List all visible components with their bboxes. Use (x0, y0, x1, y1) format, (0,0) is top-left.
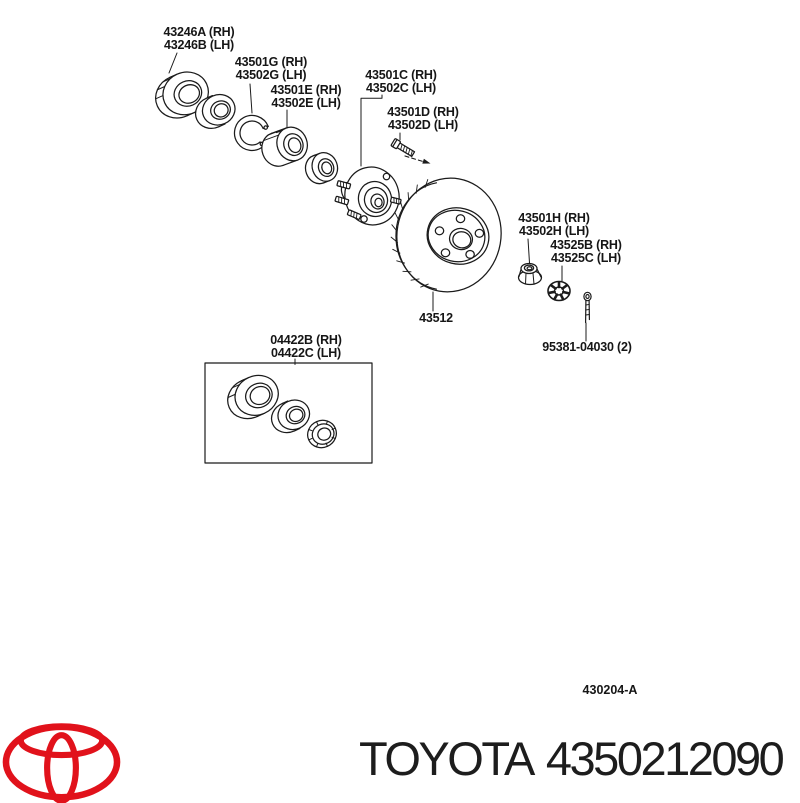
part-number-line: 04422B (RH) (270, 333, 342, 347)
part-number-line: 95381-04030 (2) (542, 340, 632, 354)
toyota-logo-icon (2, 723, 121, 803)
part-number-line: 43501G (RH) (234, 55, 308, 69)
part-number-line: 43246B (LH) (163, 38, 235, 52)
wheel-stud (334, 195, 350, 206)
diagram-ref-code: 430204-A (582, 683, 638, 697)
hub-drawing (334, 166, 402, 226)
lock-nut-cap-drawing (547, 280, 571, 302)
part-label-hub-bolt: 43501D (RH) 43502D (LH) (363, 106, 483, 132)
part-number-line: 43501E (RH) (270, 83, 342, 97)
part-number-line: 43501H (RH) (518, 211, 590, 225)
part-number-line: 43501C (RH) (365, 68, 437, 82)
brand-name: TOYOTA (359, 732, 535, 785)
part-label-cotter-pin: 95381-04030 (2) (527, 341, 647, 354)
kit-seal-medium (270, 399, 311, 434)
small-seal-drawing (304, 152, 339, 185)
part-label-seal-kit: 04422B (RH) 04422C (LH) (246, 334, 366, 360)
seal-kit-box (204, 362, 373, 464)
part-label-snap-ring: 43501G (RH) 43502G (LH) (211, 56, 331, 82)
part-number-line: 04422C (LH) (270, 346, 342, 360)
cotter-pin-drawing (583, 291, 592, 324)
kit-seal-small (307, 419, 337, 449)
part-label-brake-rotor: 43512 (396, 312, 476, 325)
rotor-rim-hatching (390, 179, 429, 288)
hub-seal-drawing (155, 71, 209, 119)
part-number-line: 43525B (RH) (550, 238, 622, 252)
part-number-line: 43502G (LH) (235, 68, 307, 82)
part-label-wheel-bearing: 43501E (RH) 43502E (LH) (246, 84, 366, 110)
hub-bolt-drawing (390, 138, 416, 158)
leader-lines (168, 52, 587, 365)
assembly-direction-arrow (404, 155, 431, 164)
inner-race-drawing (194, 93, 236, 130)
part-number-line: 43502C (LH) (365, 81, 437, 95)
seal-band-hatching (308, 420, 336, 448)
part-number-line: 43502E (LH) (271, 96, 341, 110)
part-label-hub-seal: 43246A (RH) 43246B (LH) (139, 26, 259, 52)
part-label-hub-assembly: 43501C (RH) 43502C (LH) (341, 69, 461, 95)
part-number-line: 43512 (419, 311, 453, 325)
part-number-line: 43525C (LH) (550, 251, 622, 265)
part-label-hub-nut: 43501H (RH) 43502H (LH) (494, 212, 614, 238)
wheel-stud (346, 209, 362, 220)
brake-rotor-drawing (390, 177, 502, 293)
footer-title: TOYOTA 4350212090 (359, 732, 785, 785)
part-number-line: 43502D (LH) (387, 118, 459, 132)
hub-nut-drawing (517, 262, 543, 286)
part-number-line: 43502H (LH) (518, 224, 590, 238)
part-label-lock-nut-cap: 43525B (RH) 43525C (LH) (526, 239, 646, 265)
part-number-line: 43501D (RH) (387, 105, 459, 119)
wheel-stud (336, 180, 352, 190)
part-number-line: 43246A (RH) (163, 25, 235, 39)
bearing-drawing (261, 126, 308, 167)
castellation-slots (548, 280, 570, 301)
kit-seal-large (227, 374, 279, 420)
product-part-number: 4350212090 (545, 732, 785, 785)
